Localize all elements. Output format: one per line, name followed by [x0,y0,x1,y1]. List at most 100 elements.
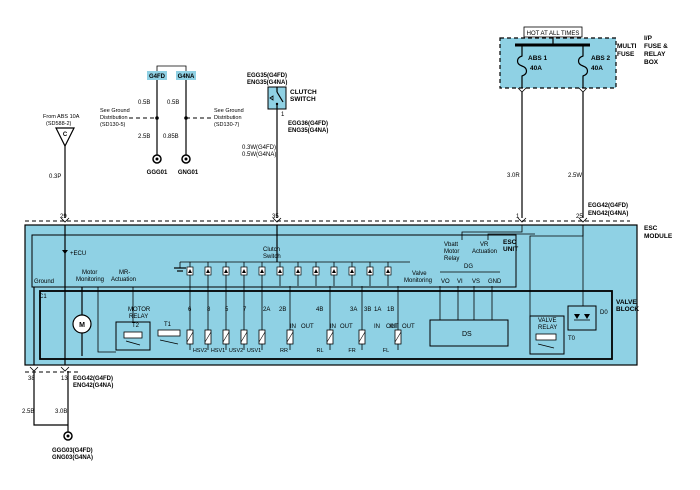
valve-pin-label: IN [290,324,296,330]
ground-right-icon [181,154,191,164]
power-conn-2: ENG42(G4NA) [588,211,628,217]
bottom-wire-30b: 3.0B [55,409,67,415]
valve-monitoring-2: Monitoring [404,278,432,284]
engine-g4na-badge [176,71,196,80]
esc-unit-1: ESC [503,239,517,246]
motor-relay-2: RELAY [129,314,148,320]
engine-g4fd: G4FD [149,74,166,80]
clutch-label-2: SWITCH [290,96,316,103]
bottom-conn-2: ENG42(G4NA) [73,383,113,389]
valve-coil-icon [326,286,334,350]
wire-05b-right: 0.5B [167,100,179,106]
clutch-label-1: CLUTCH [290,89,317,96]
valve-block-box [39,290,613,360]
valve-coil-icon [258,286,266,350]
vr-2: Actuation [472,249,497,255]
valve-block-1: VALVE [616,299,637,306]
valve-name-label: FR [348,348,355,354]
valve-name-label: HSV1 [211,348,225,354]
bottom-ground-1: GGG03(G4FD) [52,448,93,454]
fuse-box-name-1: I/P [644,35,653,42]
clutch-wire-1: 0.3W(G4FD) [242,145,276,151]
multi-fuse-label-1: MULTI [617,43,637,50]
bus-diode-icon [330,262,338,286]
ground-dist-right-3: (SD130-7) [214,122,240,128]
valve-coil-icon [394,286,402,350]
t1-relay-icon [157,329,181,345]
motor-monitoring-2: Monitoring [76,277,104,283]
fuse-1-rating: 40A [530,65,542,72]
vbatt-2: Motor [444,249,459,255]
mr-actuation-1: MR- [119,270,130,276]
vi-label: VI [457,279,463,285]
pin-29: 29 [60,214,67,220]
fuse-box-name-4: BOX [644,59,659,66]
valve-relay-icon [535,333,557,349]
fuse-2-icon [577,45,589,88]
multi-fuse-label-2: FUSE [617,51,635,58]
valve-name-label: HSV2 [193,348,207,354]
valve-pin-label: IN [374,324,380,330]
bus-diode-icon [222,262,230,286]
wire-03p: 0.3P [49,174,61,180]
valve-relay-2: RELAY [538,325,557,331]
bus-diode-icon [366,262,374,286]
esc-unit-box [31,234,517,288]
fuse-1-name: ABS 1 [528,55,548,62]
clutch-wire-2: 0.5W(G4NA) [242,152,276,158]
d0-label: D0 [600,310,608,316]
vbatt-3: Relay [444,256,459,262]
clutch-switch-in-1: Clutch [263,247,280,253]
ecu-label: +ECU [70,251,86,257]
dg-label: DG [464,264,473,270]
valve-relay-1: VALVE [538,318,556,324]
valve-pin-label: 2A [263,307,270,313]
valve-coil-icon [204,286,212,350]
pin-25: 25 [576,214,583,220]
valve-name-label: RL [316,348,323,354]
clutch-top-conn-2: ENG35(G4NA) [247,80,287,86]
hot-label: HOT AT ALL TIMES [527,31,580,37]
bus-diode-icon [294,262,302,286]
valve-pin-label: IN [390,324,396,330]
ground-dist-right-1: See Ground [214,108,244,114]
connector-c-icon [55,127,75,148]
fuse-1-icon [516,45,528,88]
esc-unit-2: UNIT [503,246,518,253]
valve-pin-label: IN [330,324,336,330]
bottom-ground-2: GNG03(G4NA) [52,455,93,461]
d0-diode-icon [574,314,590,321]
from-abs-1: From ABS 10A [43,114,80,120]
clutch-pin-bottom: 1 [281,112,285,118]
valve-pin-label: 3B [364,307,371,313]
valve-name-label: RR [280,348,288,354]
valve-monitoring-1: Valve [412,271,427,277]
bus-diode-icon [276,262,284,286]
valve-pin-label: 8 [207,307,211,313]
pin-38: 38 [28,376,35,382]
wire-25b: 2.5B [138,134,150,140]
bus-diodes [186,262,392,286]
wire-25w: 2.5W [568,173,582,179]
ground-dist-right-2: Distribution [214,115,242,121]
clutch-switch-icon [269,87,284,109]
ds-label: DS [462,331,472,338]
valve-name-label: FL [383,348,389,354]
d0-box [567,305,597,331]
valve-coils [186,286,402,350]
valve-name-label: USV1 [247,348,261,354]
wire-30r: 3.0R [507,173,520,179]
bottom-conn-1: EGG42(G4FD) [73,376,113,382]
ground-left-icon [152,154,162,164]
ground-bus-icon [174,262,186,272]
fuse-2-name: ABS 2 [591,55,611,62]
valve-coil-icon [358,286,366,350]
vs-label: VS [472,279,480,285]
from-abs-2: (SD588-2) [46,121,72,127]
valve-pin-label: OUT [386,324,399,330]
ground-left: GGG01 [147,170,168,176]
valve-pin-label: 3A [350,307,357,313]
motor-relay-icon [123,331,143,346]
